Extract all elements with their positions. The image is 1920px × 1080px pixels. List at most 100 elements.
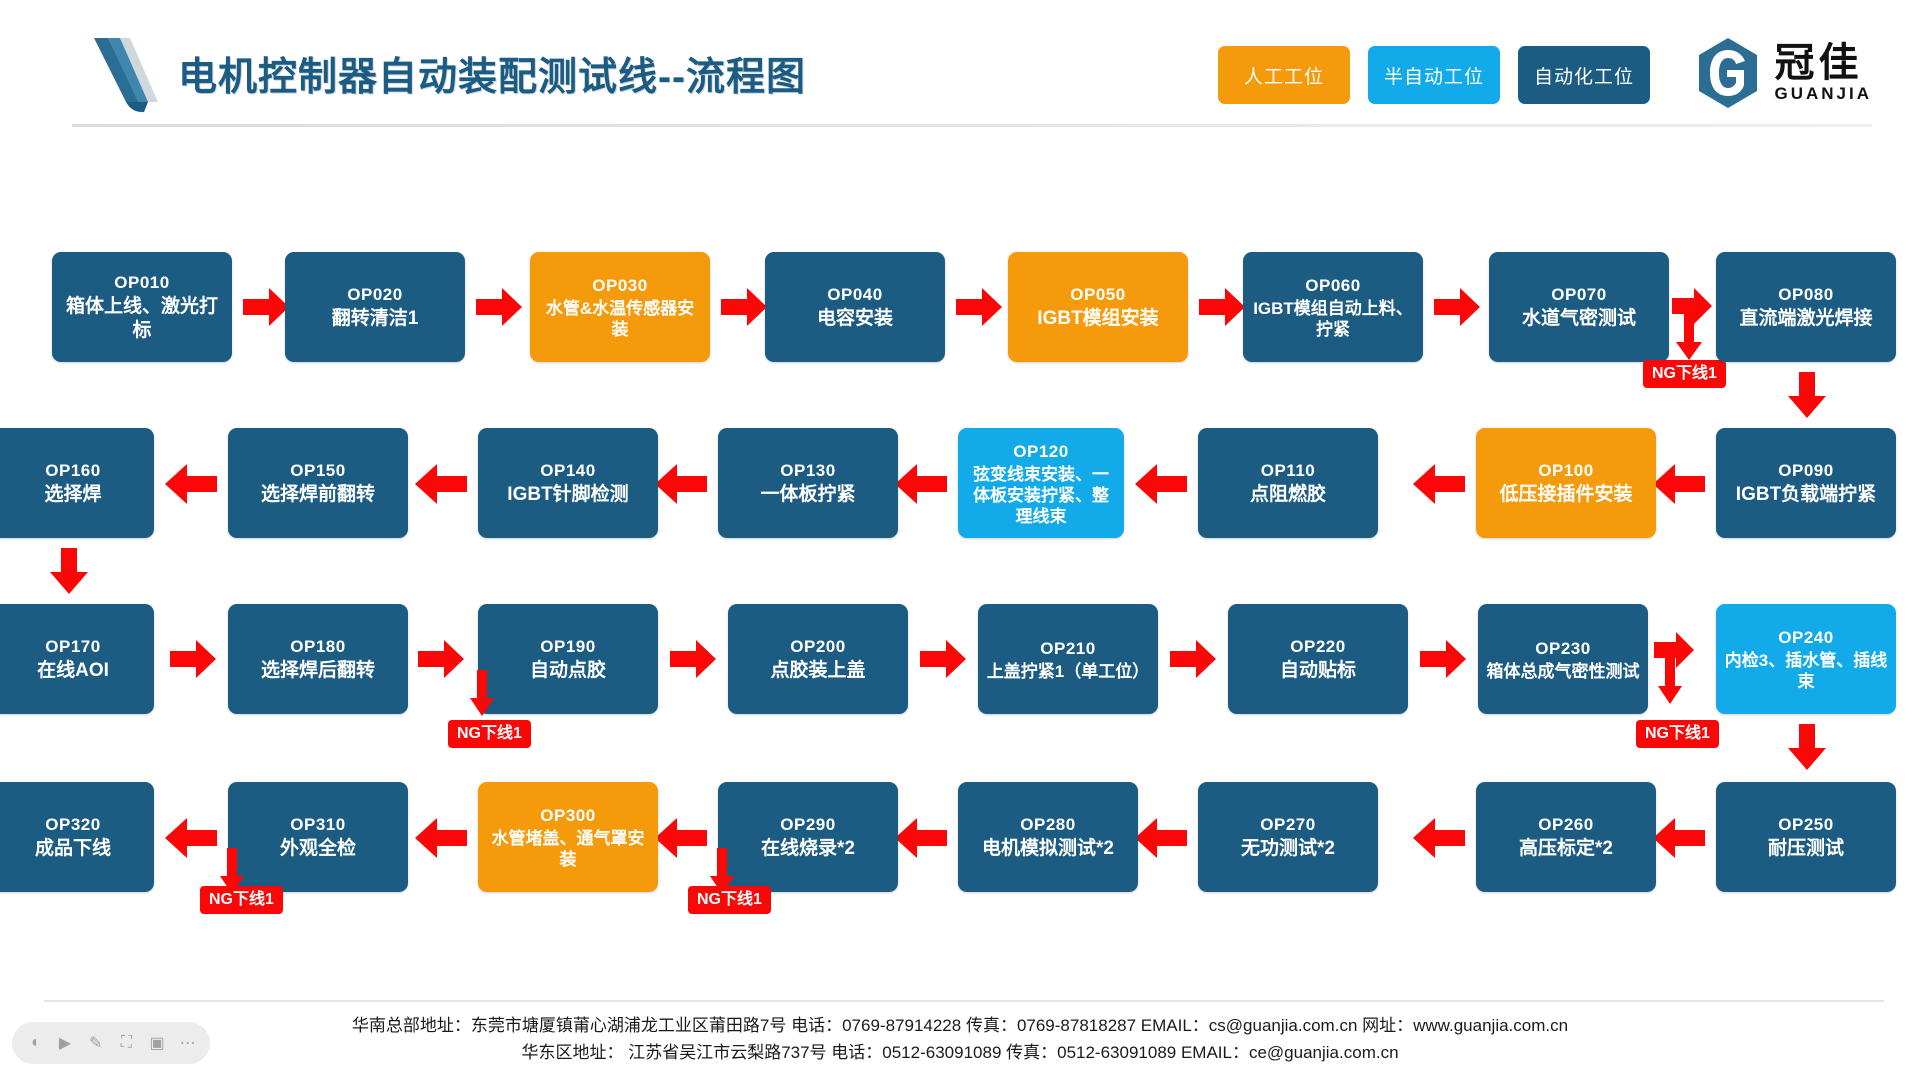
node-op030[interactable]: OP030 水管&水温传感器安装 [530,252,710,362]
node-desc: 无功测试*2 [1241,838,1335,859]
crop-icon[interactable]: ⛶ [120,1034,132,1051]
node-op040[interactable]: OP040 电容安装 [765,252,945,362]
node-op060[interactable]: OP060 IGBT模组自动上料、拧紧 [1243,252,1423,362]
ng-badge-op070[interactable]: NG下线1 [1643,360,1726,388]
node-desc: 在线烧录*2 [761,838,855,859]
media-toolbar[interactable]: ◖ ▶ ✎ ⛶ ▣ ⋯ [12,1022,210,1064]
arrow-left [415,818,467,858]
node-op120[interactable]: OP120 弦变线束安装、一体板安装拧紧、整理线束 [958,428,1124,538]
node-op270[interactable]: OP270 无功测试*2 [1198,782,1378,892]
node-desc: 电容安装 [816,308,893,329]
node-desc: 内检3、插水管、插线束 [1724,651,1888,691]
node-op090[interactable]: OP090 IGBT负载端拧紧 [1716,428,1896,538]
node-op050[interactable]: OP050 IGBT模组安装 [1008,252,1188,362]
node-desc: 自动贴标 [1279,660,1356,681]
more-icon[interactable]: ⋯ [179,1035,196,1052]
node-op250[interactable]: OP250 耐压测试 [1716,782,1896,892]
node-op300[interactable]: OP300 水管堵盖、通气罩安装 [478,782,658,892]
node-op-code: OP090 [1778,461,1834,480]
header-divider [72,124,1872,127]
node-desc: 点阻燃胶 [1249,484,1326,505]
node-op110[interactable]: OP110 点阻燃胶 [1198,428,1378,538]
node-op260[interactable]: OP260 高压标定*2 [1476,782,1656,892]
node-op010[interactable]: OP010 箱体上线、激光打标 [52,252,232,362]
node-desc: 水管堵盖、通气罩安装 [491,829,645,869]
node-desc: 自动点胶 [529,660,606,681]
node-desc: 水管&水温传感器安装 [545,299,695,339]
node-desc: 箱体总成气密性测试 [1486,661,1640,681]
pen-icon[interactable]: ✎ [88,1035,103,1052]
node-op080[interactable]: OP080 直流端激光焊接 [1716,252,1896,362]
footer-divider [44,1000,1884,1002]
arrow-down [1676,312,1702,360]
node-op-code: OP200 [790,637,846,656]
node-op070[interactable]: OP070 水道气密测试 [1489,252,1669,362]
node-op310[interactable]: OP310 外观全检 [228,782,408,892]
node-op-code: OP230 [1535,638,1591,658]
node-op-code: OP140 [540,461,596,480]
ng-badge-op190[interactable]: NG下线1 [448,720,531,748]
node-op220[interactable]: OP220 自动贴标 [1228,604,1408,714]
node-desc: IGBT负载端拧紧 [1735,484,1877,505]
node-op-code: OP240 [1778,628,1834,647]
node-op-code: OP210 [1040,638,1096,658]
node-op-code: OP010 [114,273,170,292]
node-op240[interactable]: OP240 内检3、插水管、插线束 [1716,604,1896,714]
node-op290[interactable]: OP290 在线烧录*2 [718,782,898,892]
arrow-right [418,640,464,678]
node-desc: 选择焊前翻转 [260,484,375,505]
node-op150[interactable]: OP150 选择焊前翻转 [228,428,408,538]
prev-icon[interactable]: ◖ [29,1034,40,1051]
node-desc: 电机模拟测试*2 [982,838,1114,859]
arrow-right [1170,640,1216,678]
screen-icon[interactable]: ▣ [149,1035,165,1052]
legend-manual[interactable]: 人工工位 [1218,46,1350,104]
arrow-down [50,548,88,594]
book-pages-icon [94,38,158,113]
page-title: 电机控制器自动装配测试线--流程图 [178,56,806,99]
node-op020[interactable]: OP020 翻转清洁1 [285,252,465,362]
legend-auto[interactable]: 自动化工位 [1518,46,1650,104]
node-op190[interactable]: OP190 自动点胶 [478,604,658,714]
node-op-code: OP160 [45,461,101,480]
company-logo: 冠佳 GUANJIA [1694,36,1872,110]
ng-badge-op310[interactable]: NG下线1 [200,886,283,914]
node-desc: 成品下线 [34,838,111,859]
arrow-left [165,464,217,504]
node-desc: 上盖拧紧1（单工位） [986,661,1150,681]
node-desc: 高压标定*2 [1519,838,1613,859]
arrow-left [655,464,707,504]
arrow-right [1199,288,1245,326]
node-desc: 一体板拧紧 [760,484,856,505]
node-op-code: OP290 [780,815,836,834]
node-op100[interactable]: OP100 低压接插件安装 [1476,428,1656,538]
arrow-right [956,288,1002,326]
arrow-right [243,288,289,326]
node-op130[interactable]: OP130 一体板拧紧 [718,428,898,538]
legend-semi-auto[interactable]: 半自动工位 [1368,46,1500,104]
node-op210[interactable]: OP210 上盖拧紧1（单工位） [978,604,1158,714]
node-op180[interactable]: OP180 选择焊后翻转 [228,604,408,714]
node-op320[interactable]: OP320 成品下线 [0,782,154,892]
node-op140[interactable]: OP140 IGBT针脚检测 [478,428,658,538]
arrow-down [1788,724,1826,770]
node-op-code: OP280 [1020,815,1076,834]
node-op160[interactable]: OP160 选择焊 [0,428,154,538]
ng-badge-op290[interactable]: NG下线1 [688,886,771,914]
ng-badge-op230[interactable]: NG下线1 [1636,720,1719,748]
node-op-code: OP250 [1778,815,1834,834]
node-op280[interactable]: OP280 电机模拟测试*2 [958,782,1138,892]
arrow-left [165,818,217,858]
node-op200[interactable]: OP200 点胶装上盖 [728,604,908,714]
node-desc: IGBT针脚检测 [507,484,629,505]
node-desc: 耐压测试 [1767,838,1844,859]
node-desc: 水道气密测试 [1521,308,1636,329]
arrow-left [415,464,467,504]
node-op170[interactable]: OP170 在线AOI [0,604,154,714]
node-op-code: OP080 [1778,285,1834,304]
node-op-code: OP110 [1260,461,1316,480]
node-op230[interactable]: OP230 箱体总成气密性测试 [1478,604,1648,714]
arrow-right [670,640,716,678]
node-desc: 翻转清洁1 [331,308,419,329]
play-icon[interactable]: ▶ [58,1035,72,1052]
